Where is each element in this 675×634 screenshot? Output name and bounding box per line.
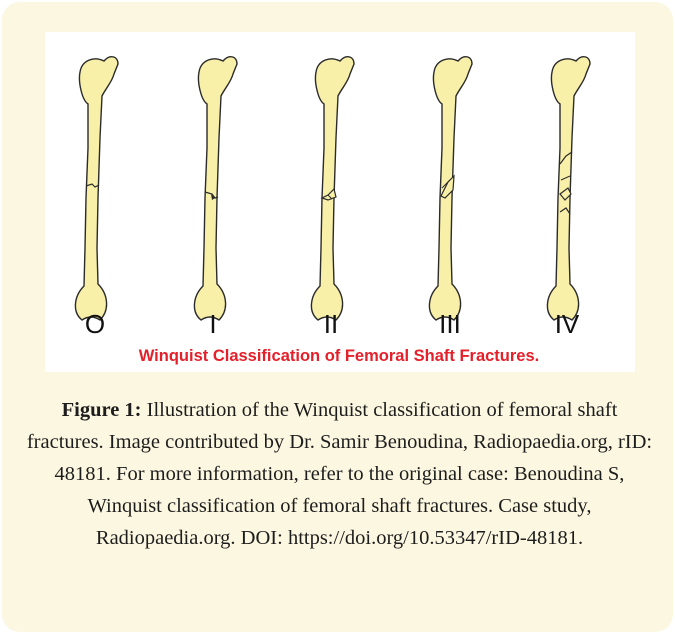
numeral-type-ii: II (324, 309, 338, 339)
numeral-type-iv: IV (555, 309, 580, 339)
figure-banner-title: Winquist Classification of Femoral Shaft… (139, 347, 540, 365)
numeral-type-i: I (209, 309, 216, 339)
numeral-type-0: O (85, 309, 105, 339)
caption-label: Figure 1: (62, 399, 142, 421)
femur-type-ii (311, 57, 354, 320)
femur-type-iii (429, 57, 472, 320)
femur-type-iv (547, 57, 590, 320)
caption-text: Illustration of the Winquist classificat… (27, 399, 652, 549)
femur-diagram: O I II III IV Winquist Classification of… (45, 32, 635, 372)
femur-type-i (194, 57, 237, 320)
numeral-type-iii: III (439, 309, 461, 339)
femur-illustration: O I II III IV Winquist Classification of… (45, 32, 635, 372)
figure-caption: Figure 1: Illustration of the Winquist c… (22, 394, 657, 554)
femur-type-0 (75, 57, 118, 320)
